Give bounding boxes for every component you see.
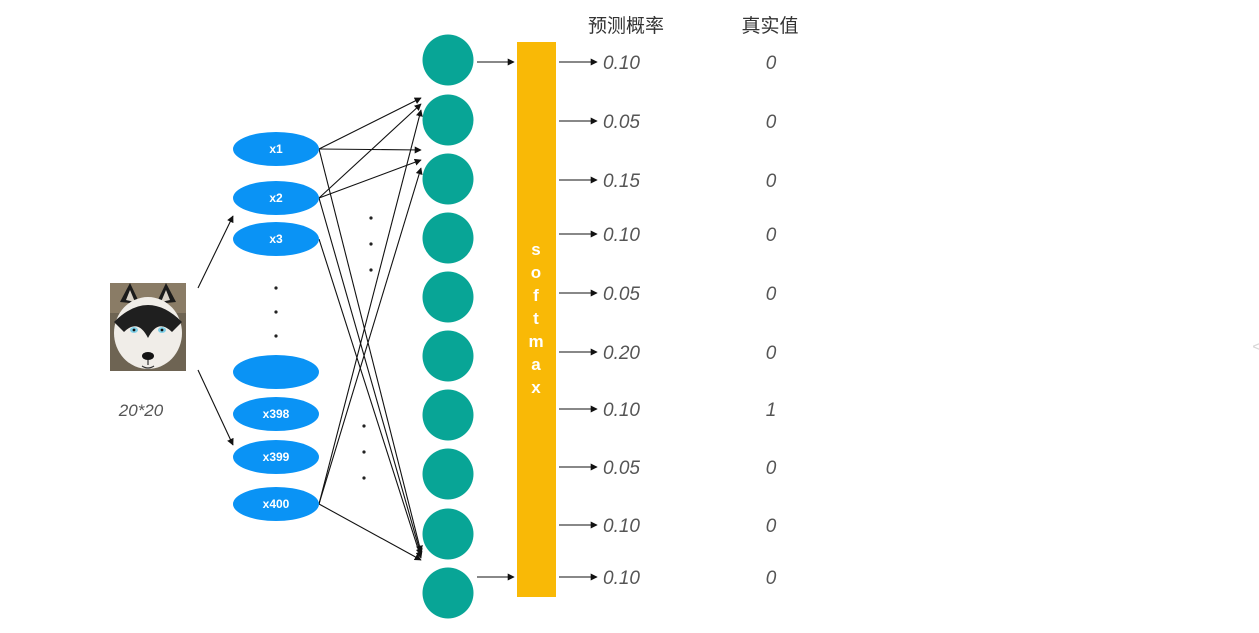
softmax-letter: f bbox=[533, 286, 539, 305]
probability-value: 0.05 bbox=[603, 284, 640, 305]
output-node bbox=[422, 567, 474, 619]
output-node bbox=[422, 94, 474, 146]
input-node: x1 bbox=[233, 132, 319, 166]
image-size-label: 20*20 bbox=[118, 401, 164, 420]
probability-value: 0.15 bbox=[603, 171, 640, 192]
connection-edge bbox=[318, 109, 423, 505]
output-node bbox=[422, 34, 474, 86]
truth-value: 0 bbox=[766, 458, 777, 479]
input-layer: x1 x2 x3 x398 x399 x400 bbox=[233, 132, 319, 521]
truth-value: 0 bbox=[766, 284, 777, 305]
connection-edge bbox=[318, 197, 423, 556]
output-layer bbox=[422, 34, 474, 619]
softmax-letter: t bbox=[533, 309, 539, 328]
input-image bbox=[110, 283, 186, 371]
connection-edge bbox=[318, 238, 423, 559]
input-node-label: x399 bbox=[263, 450, 290, 464]
truth-value: 0 bbox=[766, 171, 777, 192]
connection-edge bbox=[318, 167, 423, 505]
image-to-input-arrow-top bbox=[197, 215, 234, 289]
connection-edge bbox=[318, 148, 423, 553]
input-node-label: x2 bbox=[269, 191, 283, 205]
output-node bbox=[422, 508, 474, 560]
output-node bbox=[422, 271, 474, 323]
input-node-label: x3 bbox=[269, 232, 283, 246]
input-node-label: x400 bbox=[263, 497, 290, 511]
output-node bbox=[422, 448, 474, 500]
softmax-letter: s bbox=[531, 240, 540, 259]
softmax-letter: a bbox=[531, 355, 541, 374]
connection-edge bbox=[318, 146, 422, 154]
probability-value: 0.10 bbox=[603, 568, 640, 589]
edge-ellipsis-top bbox=[369, 216, 373, 272]
input-node: x399 bbox=[233, 440, 319, 474]
input-node-label: x398 bbox=[263, 407, 290, 421]
probability-value: 0.20 bbox=[603, 343, 640, 364]
truth-value: 0 bbox=[766, 112, 777, 133]
input-node bbox=[233, 355, 319, 389]
input-node: x2 bbox=[233, 181, 319, 215]
input-node: x400 bbox=[233, 487, 319, 521]
output-node bbox=[422, 389, 474, 441]
truth-value: 0 bbox=[766, 53, 777, 74]
truth-value: 0 bbox=[766, 343, 777, 364]
probability-value: 0.05 bbox=[603, 458, 640, 479]
probability-value: 0.10 bbox=[603, 516, 640, 537]
connection-edges bbox=[318, 58, 515, 581]
input-node: x3 bbox=[233, 222, 319, 256]
probability-column: 0.10 0.05 0.15 0.10 0.05 0.20 0.10 0.05 0.10 0.10 bbox=[559, 53, 640, 589]
scroll-hint-icon: < bbox=[1252, 337, 1259, 356]
output-node bbox=[422, 212, 474, 264]
truth-value: 0 bbox=[766, 516, 777, 537]
probability-value: 0.10 bbox=[603, 400, 640, 421]
connection-edge bbox=[318, 503, 422, 561]
connection-edge bbox=[318, 158, 422, 199]
softmax-letter: x bbox=[531, 378, 541, 397]
predicted-probability-header: 预测概率 bbox=[588, 15, 664, 37]
connection-edge bbox=[318, 103, 422, 199]
probability-value: 0.10 bbox=[603, 225, 640, 246]
input-ellipsis bbox=[274, 286, 278, 338]
probability-value: 0.10 bbox=[603, 53, 640, 74]
softmax-letter: m bbox=[528, 332, 543, 351]
truth-value: 1 bbox=[766, 400, 777, 421]
connection-edge bbox=[318, 97, 422, 150]
truth-value: 0 bbox=[766, 225, 777, 246]
truth-value: 0 bbox=[766, 568, 777, 589]
truth-column: 0 0 0 0 0 0 1 0 0 0 bbox=[766, 53, 777, 589]
input-node: x398 bbox=[233, 397, 319, 431]
probability-value: 0.05 bbox=[603, 112, 640, 133]
output-node bbox=[422, 330, 474, 382]
softmax-bar bbox=[517, 42, 556, 597]
output-node bbox=[422, 153, 474, 205]
softmax-letter: o bbox=[531, 263, 541, 282]
input-node-label: x1 bbox=[269, 142, 283, 156]
ground-truth-header: 真实值 bbox=[741, 15, 798, 37]
image-to-input-arrow-bottom bbox=[197, 369, 234, 446]
edge-ellipsis-bottom bbox=[362, 424, 366, 480]
